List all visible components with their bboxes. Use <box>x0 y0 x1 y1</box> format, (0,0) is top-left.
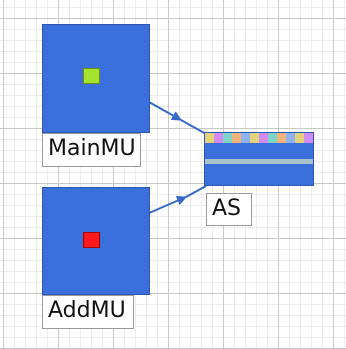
assembly-stripe-segment <box>286 133 295 143</box>
assembly-stripe-segment <box>214 133 223 143</box>
add-unit-status-indicator <box>83 232 100 248</box>
assembly-station-block[interactable] <box>204 132 314 186</box>
assembly-station-stripes <box>205 133 313 143</box>
connector-main-to-as <box>148 101 207 135</box>
assembly-stripe-segment <box>295 133 304 143</box>
add-unit-label: AddMU <box>42 295 134 329</box>
assembly-stripe-segment <box>259 133 268 143</box>
assembly-stripe-segment <box>223 133 232 143</box>
add-unit-block[interactable] <box>42 187 150 295</box>
connector-add-to-as <box>148 185 207 214</box>
assembly-stripe-segment <box>232 133 241 143</box>
assembly-stripe-segment <box>268 133 277 143</box>
assembly-stripe-segment <box>250 133 259 143</box>
assembly-stripe-segment <box>304 133 313 143</box>
assembly-stripe-segment <box>241 133 250 143</box>
assembly-station-label: AS <box>206 193 252 226</box>
main-unit-block[interactable] <box>42 24 150 133</box>
assembly-stripe-segment <box>205 133 214 143</box>
main-unit-status-indicator <box>83 68 100 84</box>
assembly-stripe-segment <box>277 133 286 143</box>
main-unit-label: MainMU <box>42 133 141 167</box>
assembly-station-divider <box>205 159 313 164</box>
